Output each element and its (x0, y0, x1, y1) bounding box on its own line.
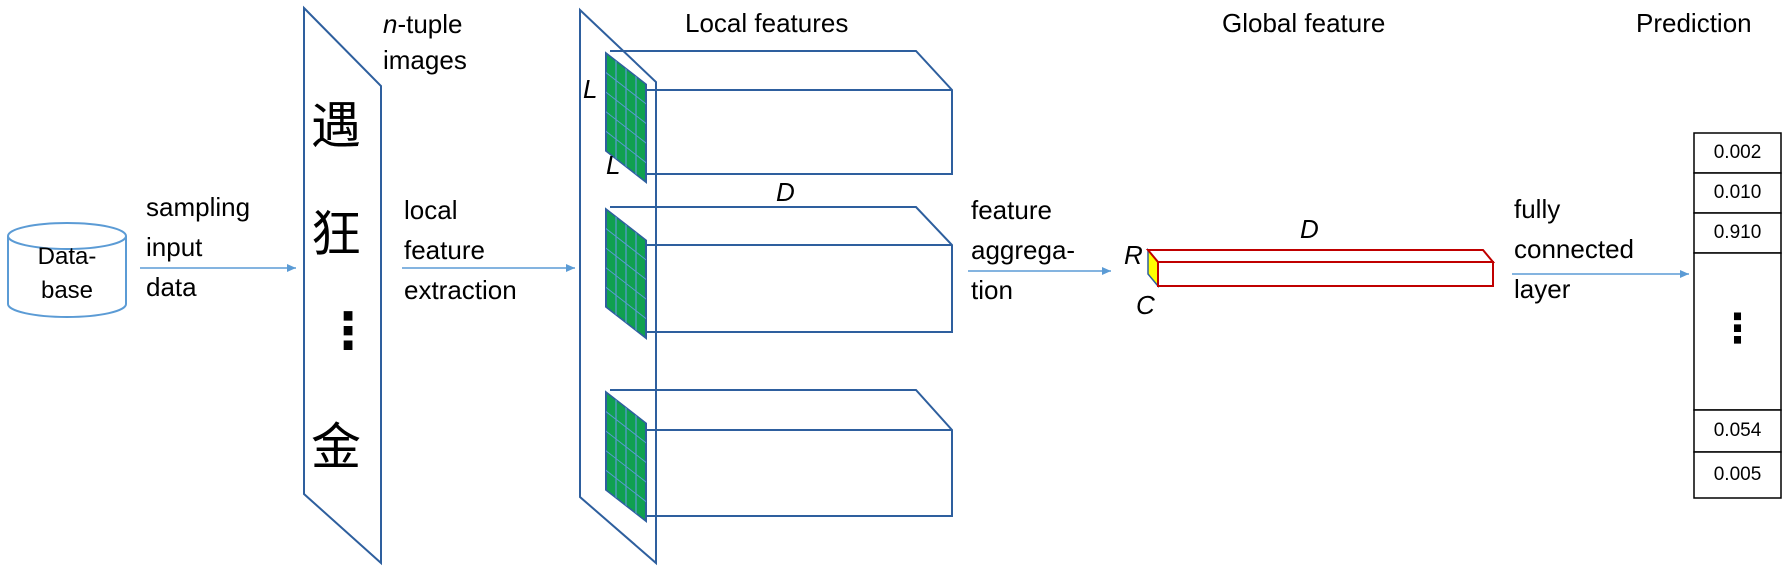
extraction-line-1: local (404, 195, 458, 225)
database-line-1: Data- (37, 243, 97, 270)
local-features-header: Local features (685, 8, 849, 38)
database-line-2: base (40, 277, 94, 304)
prediction-value-5: 0.005 (1713, 464, 1762, 485)
local-features-plane (579, 7, 657, 566)
feature-block-2 (610, 206, 953, 333)
prediction-value-4: 0.054 (1713, 420, 1762, 441)
dim-D-global: D (1300, 214, 1319, 244)
extraction-line-3: extraction (404, 275, 517, 305)
local-grid-2 (605, 207, 647, 340)
char-3: 金 (311, 418, 361, 476)
vertical-ellipsis: ⋮ (323, 302, 373, 360)
tuple-images-header: n-tuple images (383, 6, 467, 78)
fc-line-1: fully (1514, 194, 1561, 224)
char-2: 狂 (311, 205, 361, 263)
global-feature-header: Global feature (1222, 8, 1386, 38)
local-grid-3 (605, 390, 647, 523)
tuple-images-label: images (383, 45, 467, 75)
sampling-line-1: sampling (146, 192, 251, 222)
feature-block-1 (610, 50, 953, 175)
aggregation-line-1: feature (971, 195, 1052, 225)
dim-D-local: D (776, 177, 795, 207)
fc-line-2: connected (1514, 234, 1634, 264)
sampling-label: sampling input data (146, 187, 250, 307)
global-feature-bar (1145, 247, 1496, 289)
dim-L-bottom: L (606, 150, 621, 180)
tuple-suffix-label: -tuple (397, 9, 463, 39)
sampling-line-3: data (146, 272, 197, 302)
prediction-ellipsis: ⋮ (1717, 306, 1758, 352)
dim-L-top: L (583, 74, 598, 104)
local-grid-1 (605, 51, 647, 184)
prediction-column (1693, 132, 1782, 499)
aggregation-line-3: tion (971, 275, 1013, 305)
sampling-line-2: input (146, 232, 203, 262)
dim-C: C (1136, 290, 1155, 320)
extraction-label: local feature extraction (404, 190, 517, 310)
dim-R: R (1124, 240, 1143, 270)
aggregation-line-2: aggrega- (971, 235, 1076, 265)
tuple-n-label: n (383, 9, 398, 39)
aggregation-label: feature aggrega- tion (971, 190, 1075, 310)
database-cylinder (7, 222, 127, 318)
database-label: Data- base (8, 240, 126, 308)
prediction-value-1: 0.002 (1713, 142, 1762, 163)
tuple-images-plane (303, 5, 382, 566)
extraction-line-2: feature (404, 235, 485, 265)
feature-block-3 (610, 389, 953, 517)
char-1: 遇 (311, 97, 361, 155)
prediction-header: Prediction (1636, 8, 1752, 38)
fc-label: fully connected layer (1514, 189, 1634, 309)
prediction-value-3: 0.910 (1713, 222, 1762, 243)
prediction-value-2: 0.010 (1713, 182, 1762, 203)
fc-line-3: layer (1514, 274, 1571, 304)
